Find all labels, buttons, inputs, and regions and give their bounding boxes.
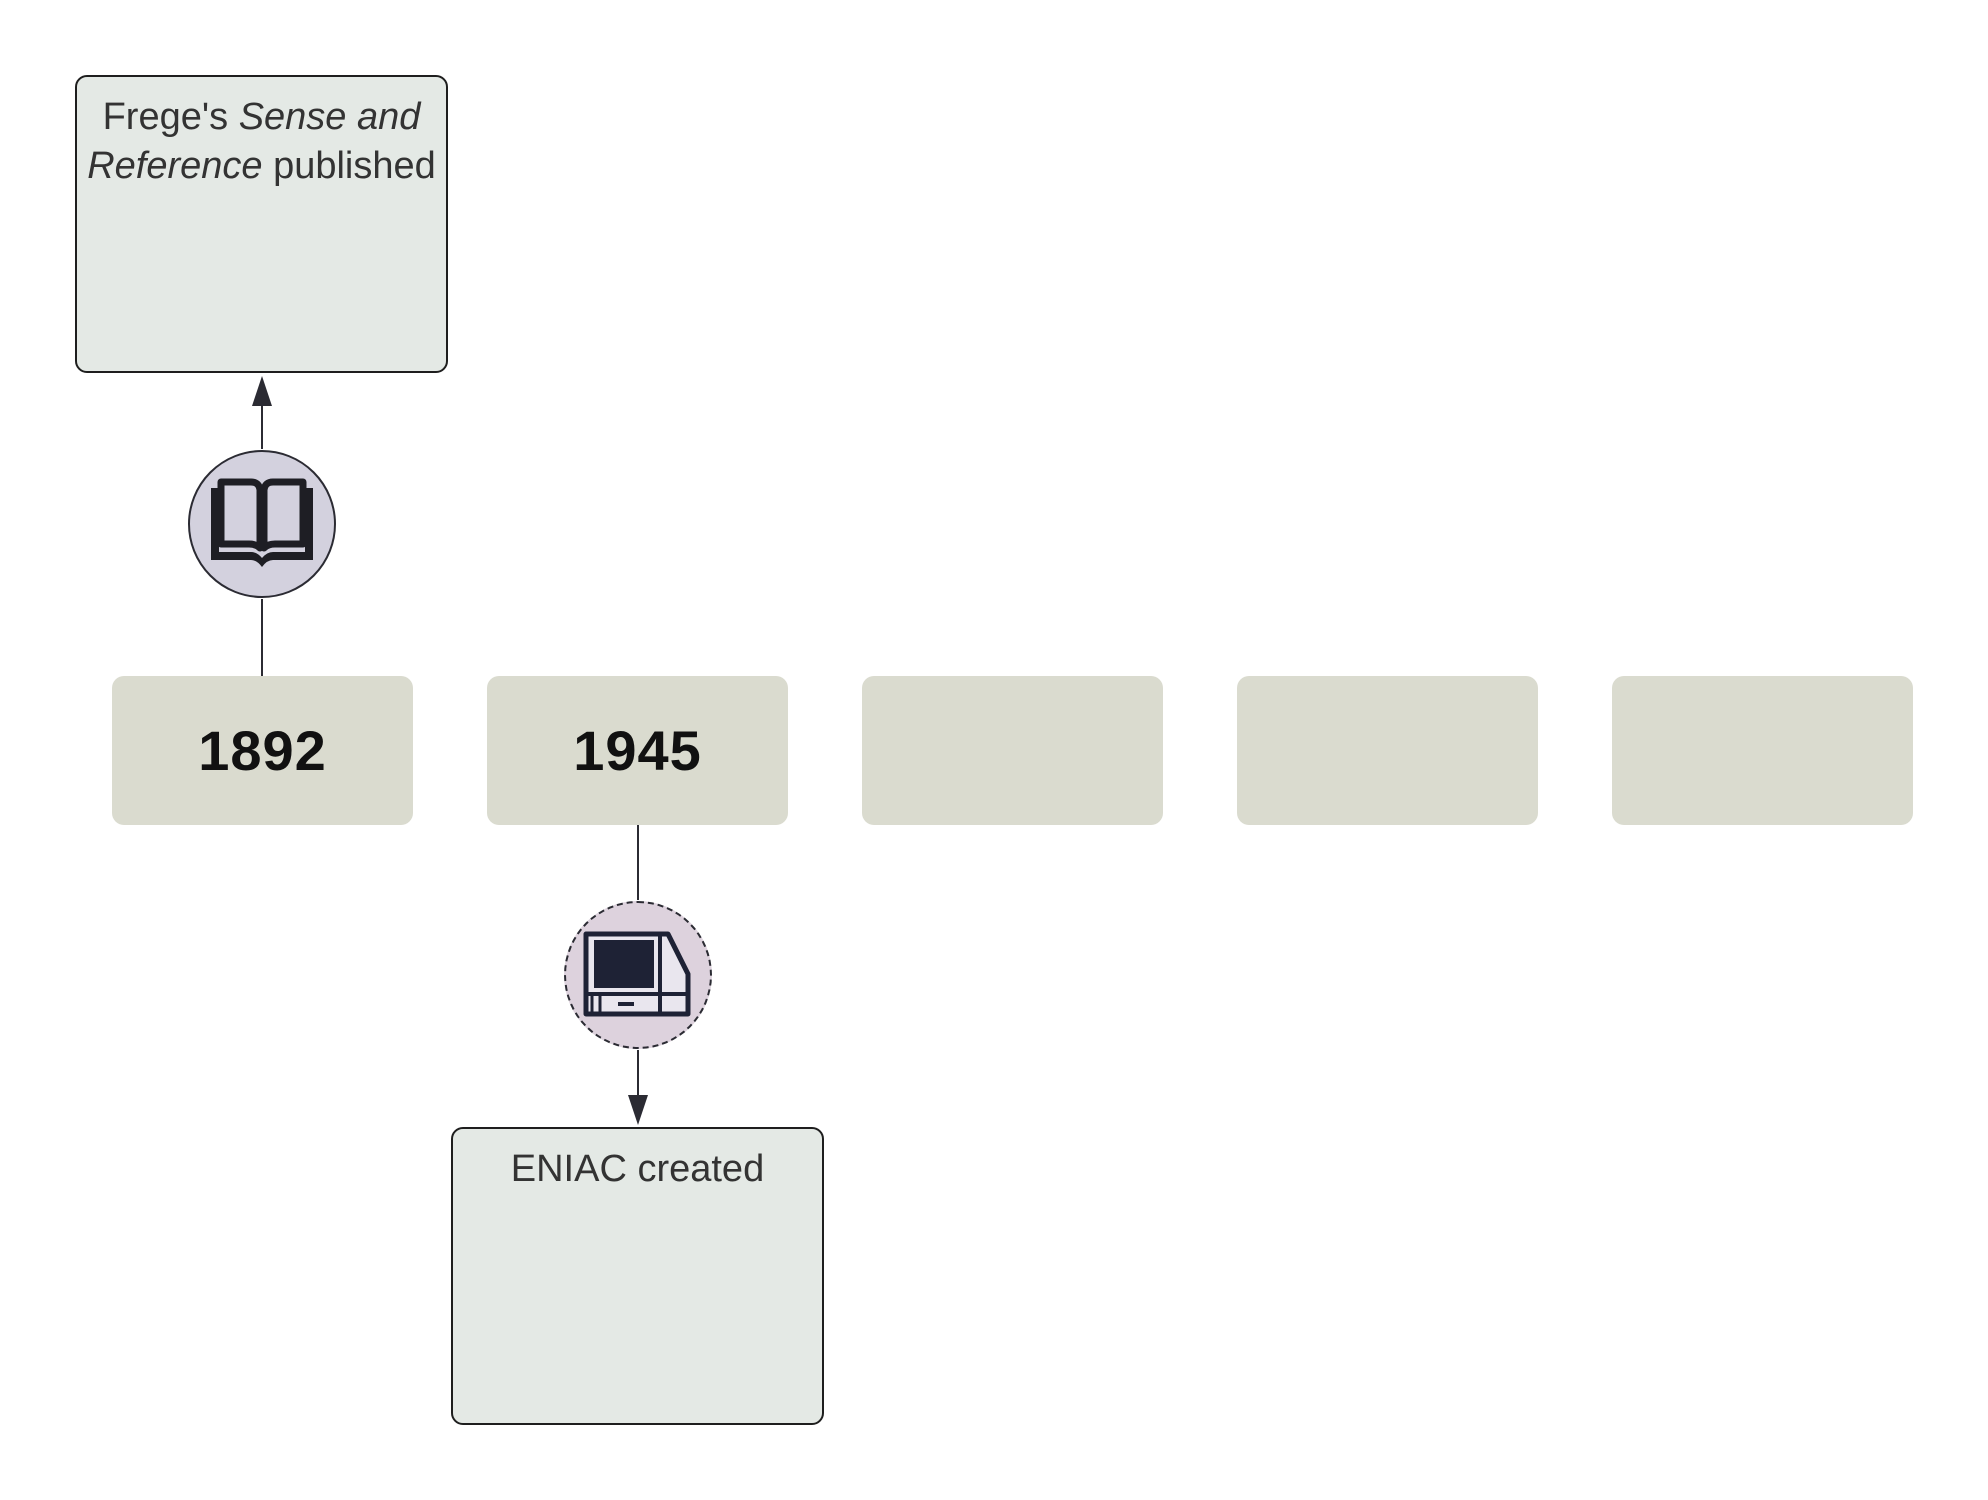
- event-box-1892: Frege's Sense and Reference published: [75, 75, 448, 373]
- year-box-1892: 1892: [112, 676, 413, 825]
- year-box-empty-3: [862, 676, 1163, 825]
- arrowhead-down: [628, 1095, 648, 1125]
- year-box-1945: 1945: [487, 676, 788, 825]
- event-text-1892-after: published: [262, 145, 436, 187]
- book-icon: [211, 478, 313, 567]
- computer-icon-circle: [564, 901, 712, 1049]
- event-box-1945: ENIAC created: [451, 1127, 824, 1425]
- event-text-1892-title: Sense and Reference: [87, 96, 421, 187]
- year-label: 1892: [198, 719, 327, 782]
- computer-icon: [583, 931, 691, 1017]
- year-box-empty-5: [1612, 676, 1913, 825]
- year-box-empty-4: [1237, 676, 1538, 825]
- event-text-1892-before: Frege's: [102, 96, 239, 138]
- book-icon-circle: [188, 450, 336, 598]
- arrowhead-up: [252, 376, 272, 406]
- year-label: 1945: [573, 719, 702, 782]
- event-text-1945: ENIAC created: [510, 1148, 765, 1190]
